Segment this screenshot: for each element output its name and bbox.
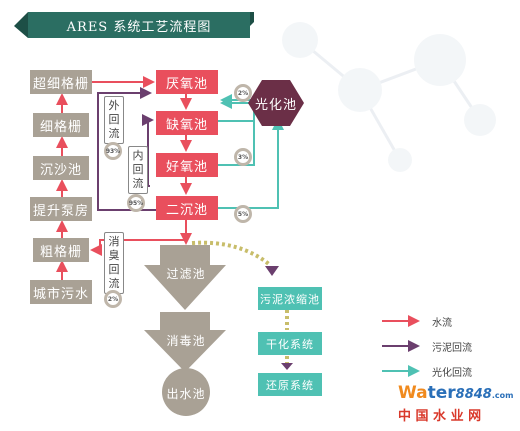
sludge-thickener-box: 污泥浓缩池 bbox=[258, 287, 322, 310]
anoxic-tank-box: 缺氧池 bbox=[156, 111, 218, 135]
deodor-return-label: 消臭回流 bbox=[104, 232, 124, 294]
external-return-label: 外回流 bbox=[104, 96, 124, 144]
percent-badge: 2% bbox=[104, 290, 122, 308]
pump-house-box: 提升泵房 bbox=[30, 197, 92, 221]
coarse-screen-box: 粗格栅 bbox=[33, 238, 89, 262]
percent-badge: 3% bbox=[234, 148, 252, 166]
watermark-cn: 中 国 水 业 网 bbox=[398, 409, 482, 424]
disinfect-arrow bbox=[144, 312, 226, 372]
legend-light-return: 光化回流 bbox=[432, 368, 472, 379]
reduction-system-box: 还原系统 bbox=[258, 373, 322, 396]
grit-chamber-box: 沉沙池 bbox=[33, 156, 89, 180]
page-title: ARES 系统工艺流程图 bbox=[28, 12, 250, 38]
light-tank-label: 光化池 bbox=[254, 97, 297, 113]
outlet-circle bbox=[162, 368, 210, 416]
filter-arrow bbox=[144, 245, 226, 310]
percent-badge: 5% bbox=[234, 205, 252, 223]
outlet-tank-label: 出水池 bbox=[166, 386, 206, 401]
drying-system-box: 干化系统 bbox=[258, 332, 322, 355]
percent-badge: 95% bbox=[127, 194, 145, 212]
internal-return-label: 内回流 bbox=[128, 146, 148, 194]
legend-sludge-return: 污泥回流 bbox=[432, 343, 472, 354]
disinfection-tank-label: 消毒池 bbox=[166, 333, 206, 348]
aerobic-tank-box: 好氧池 bbox=[156, 153, 218, 177]
anaerobic-tank-box: 厌氧池 bbox=[156, 70, 218, 94]
city-sewage-box: 城市污水 bbox=[30, 280, 92, 304]
banner-fold-decoration bbox=[14, 12, 254, 38]
secondary-clarifier-box: 二沉池 bbox=[156, 196, 218, 220]
percent-badge: 2% bbox=[234, 84, 252, 102]
percent-badge: 93% bbox=[104, 142, 122, 160]
ultrafine-screen-box: 超细格栅 bbox=[30, 70, 92, 94]
watermark-brand: Water8848.com bbox=[398, 383, 514, 403]
fine-screen-box: 细格栅 bbox=[33, 113, 89, 137]
legend-water: 水流 bbox=[432, 318, 452, 329]
light-hexagon bbox=[248, 80, 304, 126]
filter-tank-label: 过滤池 bbox=[166, 266, 206, 281]
